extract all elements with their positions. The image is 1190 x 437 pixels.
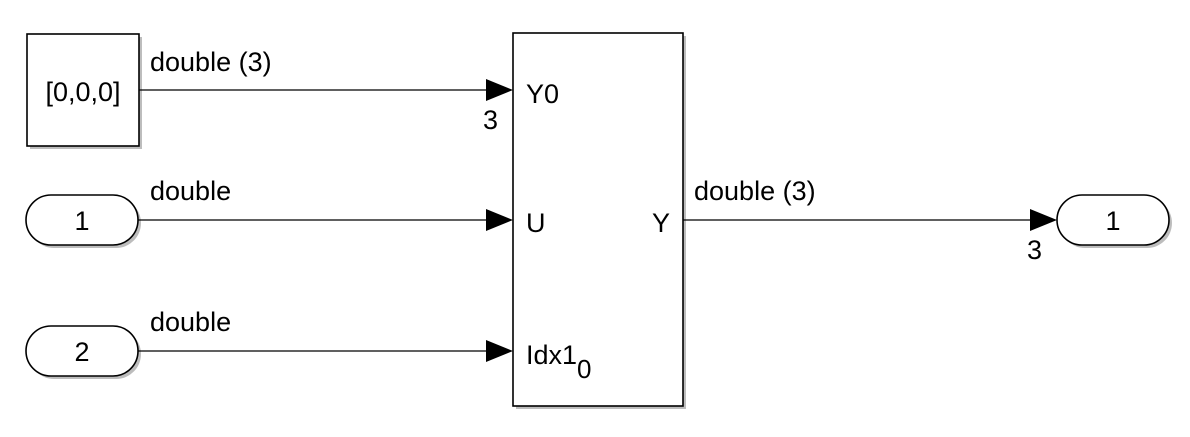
inport-2[interactable]: 2 (25, 325, 141, 379)
signal-dimension-label: 3 (1027, 235, 1042, 265)
signal-dimension-label: 3 (483, 105, 498, 135)
constant-block[interactable]: [0,0,0] (26, 33, 142, 149)
inport-1[interactable]: 1 (25, 194, 141, 248)
signal-in2-to-idx[interactable]: double (138, 307, 513, 362)
signal-type-label: double (3) (694, 176, 816, 206)
port-y-label: Y (652, 208, 670, 238)
signal-const-to-y0[interactable]: double (3) 3 (139, 47, 513, 135)
arrow-head (486, 209, 513, 231)
arrow-head (486, 79, 513, 101)
inport-2-number: 2 (74, 337, 89, 367)
signal-type-label: double (3) (150, 47, 272, 77)
outport-1-number: 1 (1105, 206, 1120, 236)
constant-value: [0,0,0] (45, 77, 120, 107)
arrow-head (1030, 209, 1057, 231)
outport-1[interactable]: 1 (1056, 194, 1172, 248)
port-y0-label: Y0 (526, 79, 559, 109)
signal-type-label: double (150, 176, 231, 206)
signal-in1-to-u[interactable]: double (138, 176, 513, 231)
port-idx1-label: Idx10 (526, 340, 592, 384)
port-u-label: U (526, 208, 546, 238)
signal-type-label: double (150, 307, 231, 337)
arrow-head (486, 340, 513, 362)
signal-y-to-out[interactable]: double (3) 3 (683, 176, 1057, 265)
main-block[interactable]: Y0 U Idx10 Y (512, 32, 686, 409)
inport-1-number: 1 (74, 206, 89, 236)
